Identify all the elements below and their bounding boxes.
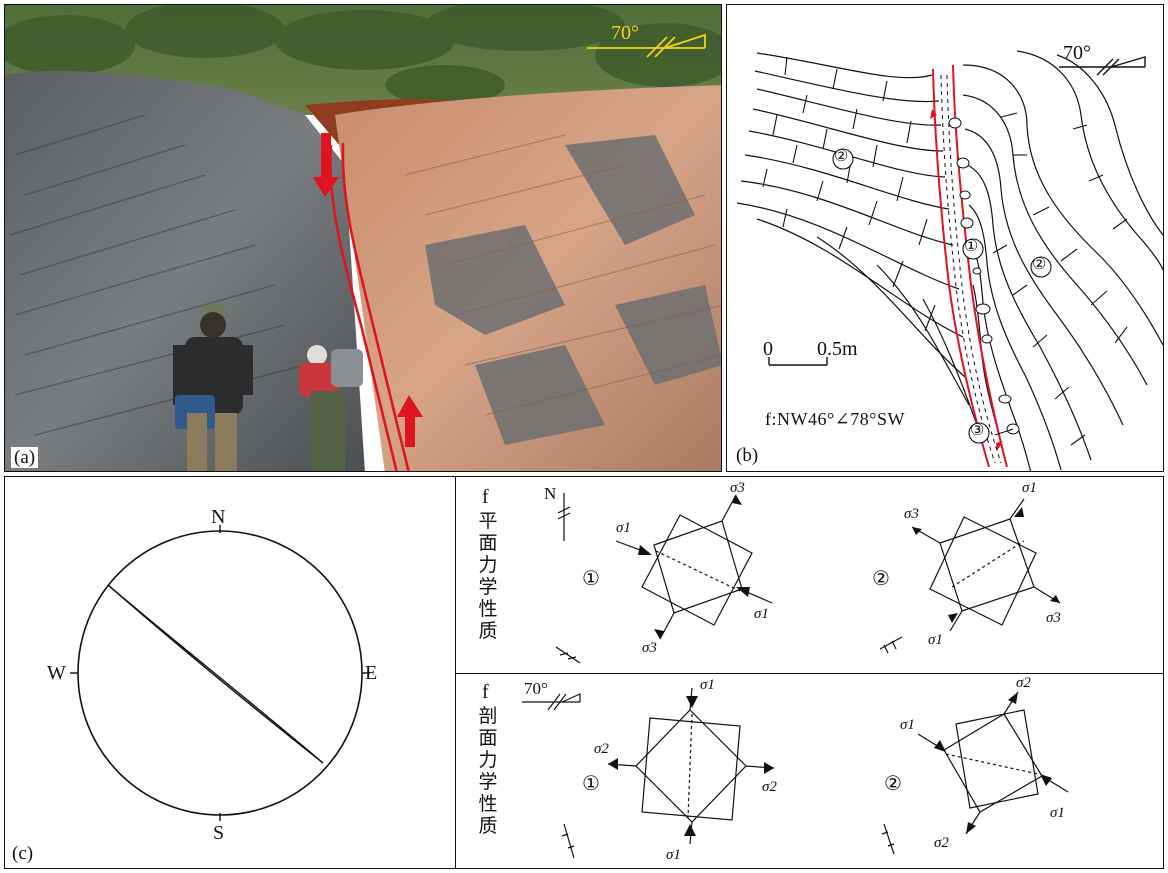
sigma-label: σ2 [1016,675,1031,691]
sigma-label: σ1 [754,606,769,622]
stress-arrowheads-1 [638,495,750,639]
panel-plane-mechanics: f 平 面 力 学 性 质 N ① ② σ1 σ1 σ3 σ3 σ3 σ3 σ1… [455,476,1164,674]
sigma-label: σ1 [1050,805,1065,821]
sigma-label: σ1 [666,847,681,863]
panel-c-label: (c) [9,843,37,864]
joint-ticks [762,56,1128,446]
breccia-clasts [948,117,1020,435]
section-title-char: 性 [478,794,498,815]
stress-square-2 [911,498,1061,632]
cardinal-ticks [70,525,370,821]
sigma-label: σ1 [900,717,915,733]
strike-dip-symbol-sketch [1059,56,1146,76]
strike-label-photo: 70° [611,22,639,44]
scale-zero-label: 0 [763,338,773,360]
bedding-layers [736,50,1163,471]
section-strike-label: 70° [524,679,548,698]
section-title-char: 面 [478,728,498,749]
strike-dip-symbol-section [522,693,581,711]
sigma-label: σ1 [700,677,715,693]
sigma-label: σ2 [594,741,609,757]
sigma-label: σ1 [616,520,631,536]
plane-title-char: 力 [478,555,498,576]
fault-sketch [736,50,1163,471]
plane-fault-letter: f [482,486,489,508]
plane-title-char: 学 [478,577,498,598]
stress-square-section-1 [607,687,775,845]
up-arrow [397,395,423,447]
section-stage-1: ① [582,773,600,795]
strike-dip-symbol-photo [587,33,706,58]
panel-c-stereonet: N S W E (c) [4,476,456,869]
shear-glyph-section [561,823,575,859]
down-arrow [313,133,339,197]
plane-stage-2: ② [872,568,890,590]
sigma-label: σ1 [928,632,943,648]
section-title-char: 剖 [478,706,498,727]
strike-label-sketch: 70° [1063,42,1091,64]
plane-title-char: 性 [478,599,498,620]
section-title-char: 质 [478,816,498,837]
section-title-char: 力 [478,750,498,771]
east-label: E [365,662,378,684]
sigma-label: σ3 [730,480,745,496]
section-fault-letter: f [482,681,489,703]
sigma-label: σ2 [934,835,949,851]
fault-gouge [940,74,1002,464]
stress-square-section-2 [917,691,1069,835]
panel-b-label: (b) [733,445,762,466]
stress-arrowheads-2 [912,507,1060,623]
shear-glyph-plane-2 [879,636,903,654]
plane-north-label: N [544,484,557,503]
panel-b-sketch: 70° ② ① ② ③ 0 0.5m f:NW46°∠78°SW (b) [726,4,1164,472]
section-title-char: 学 [478,772,498,793]
geologist-figure-2 [299,345,363,471]
marker-zone3: ③ [970,422,985,439]
plane-title-char: 面 [478,533,498,554]
geologist-figure-1 [173,304,253,471]
plane-stage-1: ① [582,568,600,590]
section-stage-2: ② [884,773,902,795]
section-stress-diagrams [522,687,1069,859]
sigma-label: σ3 [642,640,657,656]
sigma-label: σ2 [762,779,777,795]
sigma-label: σ3 [904,506,919,522]
panel-a-outcrop-photo: 70° (a) [4,4,722,472]
marker-zone2-left: ② [834,148,849,165]
sigma-label: σ3 [1046,610,1061,626]
stress-arrowheads-section-1 [608,696,774,836]
stress-square-1 [615,494,773,640]
slip-arrows [930,109,1003,451]
fault-attitude: f:NW46°∠78°SW [765,409,905,429]
fault-zone-boundaries [932,64,1008,468]
outcrop-photo-illustration [5,5,721,471]
north-label: N [211,506,226,528]
shear-glyph-plane [555,646,581,664]
plane-title-char: 平 [478,511,498,532]
panel-section-mechanics: f 70° 剖 面 力 学 性 质 ① ② σ1 σ1 σ2 σ2 σ2 σ2 … [455,673,1164,869]
scale-bar [768,357,828,366]
sigma-label: σ1 [1022,480,1037,496]
marker-zone1: ① [964,238,979,255]
south-label: S [213,822,225,844]
marker-zone2-right: ② [1032,256,1047,273]
primitive-circle [77,530,363,816]
north-arrow [557,493,571,541]
shear-glyph-section-2 [881,823,895,855]
scale-length-label: 0.5m [817,338,858,360]
stress-arrowheads-section-2 [934,692,1052,834]
stereonet [70,525,370,821]
panel-a-label: (a) [11,447,39,468]
section-title: 剖 面 力 学 性 质 [478,706,498,838]
plane-stress-diagrams [555,493,1061,664]
west-label: W [47,662,66,684]
plane-title-char: 质 [478,621,498,642]
plane-title: 平 面 力 学 性 质 [478,511,498,643]
great-circles [107,584,324,764]
